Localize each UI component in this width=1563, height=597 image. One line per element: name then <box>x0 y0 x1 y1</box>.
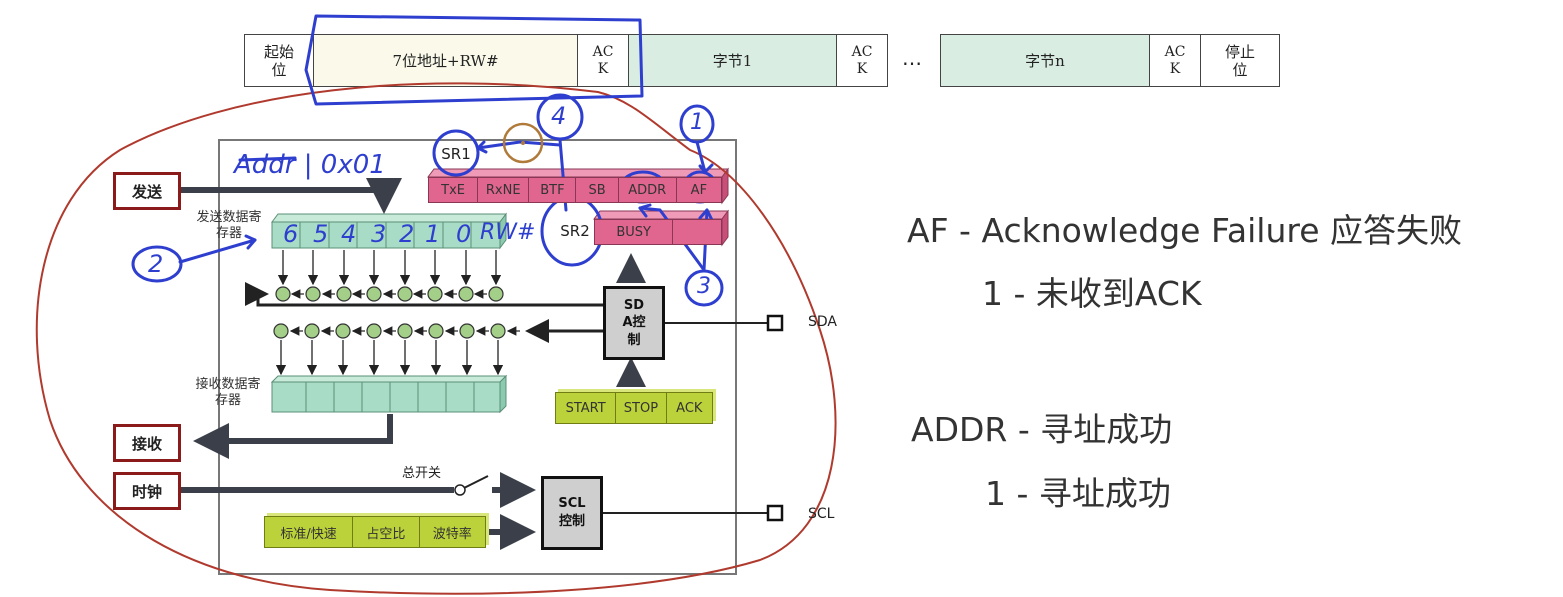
scl-control-label: SCL控制 <box>558 496 586 529</box>
clock-setting-speed: 标准/快速 <box>265 517 354 547</box>
clock-label: 时钟 <box>113 472 181 510</box>
frame-start-bit: 起始位 <box>244 34 314 87</box>
sr1-bit-txe: TxE <box>429 178 479 202</box>
frame-ack-2: ACK <box>836 34 888 87</box>
control-bits-register: START STOP ACK <box>555 392 713 424</box>
sr2-bit-blank <box>673 220 721 244</box>
clock-setting-baud: 波特率 <box>432 526 472 542</box>
sr1-label: SR1 <box>441 145 471 163</box>
send-label: 发送 <box>113 172 181 210</box>
addr-value: 1 - 寻址成功 <box>985 474 1171 513</box>
tx-register-caption: 发送数据寄存器 <box>196 210 262 242</box>
receive-label: 接收 <box>113 424 181 462</box>
frame-ack-1: ACK <box>577 34 629 87</box>
af-title: AF - Acknowledge Failure 应答失败 <box>907 211 1463 250</box>
addr-title: ADDR - 寻址成功 <box>911 410 1173 449</box>
tx-bit-1: 1 <box>425 220 441 248</box>
frame-address-label: 7位地址+RW# <box>392 51 499 70</box>
tx-bit-rw: RW# <box>480 220 536 245</box>
frame-byte-1: 字节1 <box>628 34 837 87</box>
frame-ack-label: ACK <box>592 43 614 77</box>
sr2-label: SR2 <box>560 222 590 240</box>
frame-ellipsis: … <box>902 46 922 70</box>
sr1-bit-btf: BTF <box>529 178 577 202</box>
sr1-bit-rxne: RxNE <box>478 178 530 202</box>
tx-bit-3: 3 <box>371 220 387 248</box>
control-bit-start: START <box>556 393 617 423</box>
frame-ack-3: ACK <box>1149 34 1201 87</box>
circle-3-label: 3 <box>697 274 711 299</box>
scl-pin-label: SCL <box>808 506 835 522</box>
sr1-bit-addr: ADDR <box>619 178 677 202</box>
clock-settings-register: 标准/快速 占空比 波特率 <box>264 516 486 548</box>
frame-start-label: 起始位 <box>263 42 294 79</box>
frame-ack-label: ACK <box>1164 43 1186 77</box>
tx-bit-2: 2 <box>399 220 415 248</box>
frame-stop-bit: 停止位 <box>1200 34 1280 87</box>
tx-bit-0: 0 <box>456 220 472 248</box>
sr1-bit-sb: SB <box>576 178 619 202</box>
control-bit-ack: ACK <box>676 400 703 416</box>
circle-4-label: 4 <box>551 102 567 130</box>
circle-2-label: 2 <box>148 250 164 278</box>
frame-byte1-label: 字节1 <box>712 51 753 70</box>
sda-pin-label: SDA <box>808 314 837 330</box>
tx-bit-5: 5 <box>313 220 329 248</box>
circle-1-label: 1 <box>690 110 704 135</box>
sda-control: SDA控制 <box>603 286 665 360</box>
tx-bit-6: 6 <box>283 220 299 248</box>
frame-byte-n: 字节n <box>940 34 1150 87</box>
tx-bit-4: 4 <box>341 220 357 248</box>
sr2-register: BUSY <box>594 219 722 245</box>
frame-byten-label: 字节n <box>1025 51 1065 70</box>
rx-register-caption: 接收数据寄存器 <box>195 377 261 409</box>
control-bit-stop: STOP <box>616 393 667 423</box>
af-value: 1 - 未收到ACK <box>982 274 1202 313</box>
i2c-peripheral-box <box>218 139 737 575</box>
master-switch-label: 总开关 <box>402 466 442 481</box>
frame-stop-label: 停止位 <box>1224 42 1255 79</box>
sr2-bit-busy: BUSY <box>595 220 674 244</box>
addr-note: Addr | 0x01 <box>234 150 386 180</box>
scl-control: SCL控制 <box>541 476 603 550</box>
frame-ack-label: ACK <box>851 43 873 77</box>
clock-setting-duty: 占空比 <box>353 517 420 547</box>
sr1-bit-af: AF <box>690 182 708 198</box>
sr1-register: TxE RxNE BTF SB ADDR AF <box>428 177 722 203</box>
sda-control-label: SDA控制 <box>622 297 646 348</box>
